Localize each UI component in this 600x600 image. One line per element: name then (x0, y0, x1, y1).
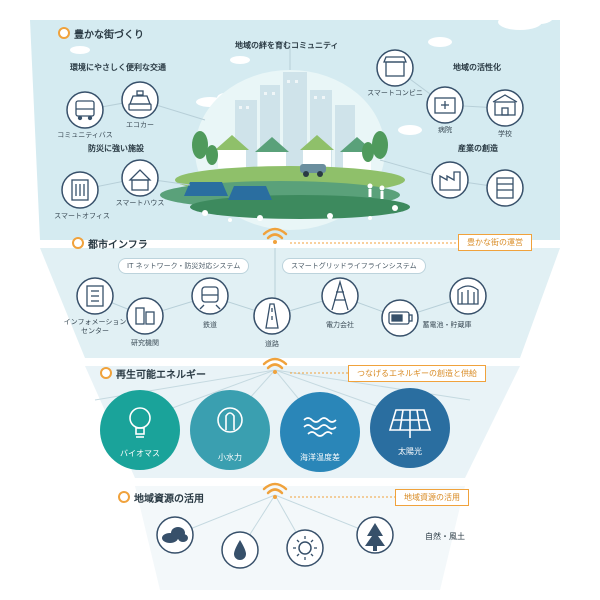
smart-house-label: スマートハウス (115, 199, 165, 207)
disaster-label: 防災に強い施設 (88, 144, 144, 153)
nature-label: 自然・風土 (425, 532, 465, 541)
smart-office-label: スマートオフィス (54, 212, 110, 220)
info-center-text: インフォメーション センター (63, 318, 127, 335)
signal-icons (262, 227, 288, 499)
factory-icon (431, 161, 469, 199)
research-label: 研究機関 (131, 339, 159, 347)
vitalize-label: 地域の活性化 (453, 63, 501, 72)
road-label: 道路 (265, 340, 279, 348)
building-icon (486, 169, 524, 207)
community-label: 地域の絆を育むコミュニティ (235, 41, 339, 50)
info-center-label: インフォメーション センター (64, 318, 127, 336)
transport-label: 環境にやさしく便利な交通 (70, 63, 166, 72)
storage-label: 蓄電池・貯蔵庫 (422, 321, 472, 329)
bus-icon (66, 91, 104, 129)
grid-system-pill: スマートグリッドライフラインシステム (282, 258, 426, 274)
bus-label: コミュニティバス (57, 131, 113, 139)
solar-label: 太陽光 (398, 447, 422, 456)
section-resources-header: 地域資源の活用 (118, 490, 204, 505)
train-icon (191, 277, 229, 315)
school-label: 学校 (498, 130, 512, 138)
power-tower-icon (321, 277, 359, 315)
house-icon (121, 159, 159, 197)
railway-label: 鉄道 (203, 321, 217, 329)
convenience-store-icon (376, 49, 414, 87)
tag-resources: 地域資源の活用 (395, 489, 469, 506)
research-icon (126, 297, 164, 335)
tag-energy: つなげるエネルギーの創造と供給 (348, 365, 486, 382)
section-town-header: 豊かな街づくり (58, 26, 144, 41)
industry-label: 産業の創造 (458, 144, 498, 153)
taxi-icon (121, 81, 159, 119)
ocean-thermal-label: 海洋温度差 (300, 453, 340, 462)
tag-operation: 豊かな街の運営 (458, 234, 532, 251)
convenience-label: スマートコンビニ (367, 89, 423, 97)
biomass-label: バイオマス (120, 449, 160, 458)
small-hydro-circle (190, 390, 270, 470)
infra-band (40, 248, 560, 358)
power-label: 電力会社 (326, 321, 354, 329)
section-infra-header: 都市インフラ (72, 236, 148, 251)
city-illustration (160, 70, 410, 230)
ocean-thermal-circle (280, 392, 360, 472)
ecocar-label: エコカー (126, 121, 154, 129)
hospital-label: 病院 (438, 126, 452, 134)
section-energy-header: 再生可能エネルギー (100, 366, 206, 381)
network-system-pill: IT ネットワーク・防災対応システム (118, 258, 250, 274)
sun-icon (286, 529, 324, 567)
biomass-circle (100, 390, 180, 470)
small-hydro-label: 小水力 (218, 453, 242, 462)
